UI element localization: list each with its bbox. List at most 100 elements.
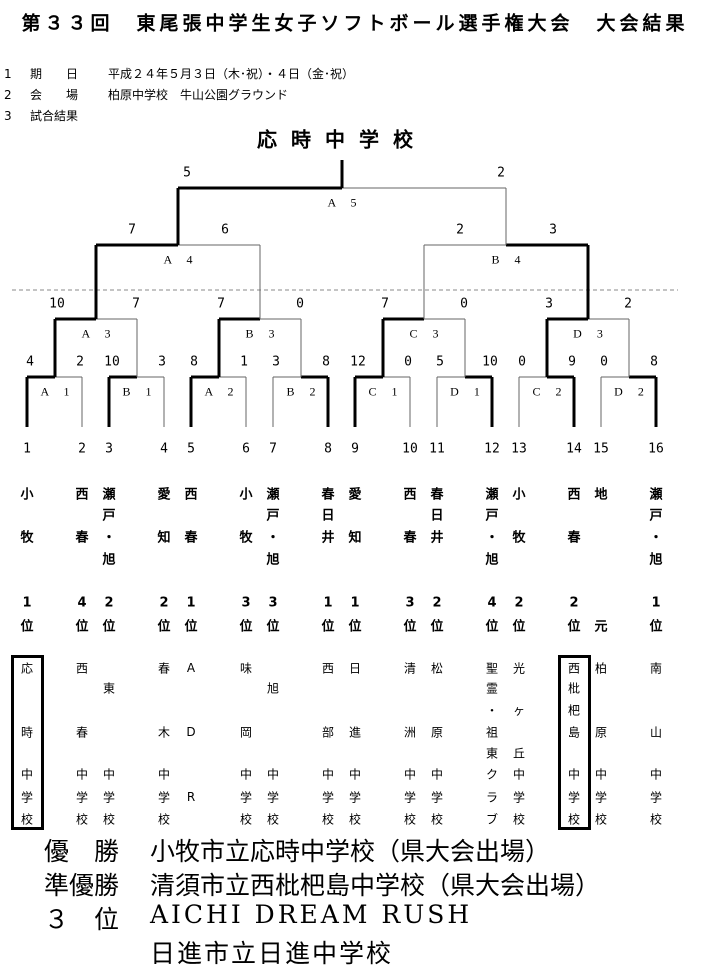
info-value: 柏原中学校 牛山公園グラウンド [108,88,289,102]
school-name-char: A [186,661,196,675]
school-name-char: 中 [594,767,608,782]
score-C3-right: 0 [460,296,468,312]
match-label-A4: A 4 [163,252,199,267]
team-rank-char: 位 [266,619,280,635]
school-name-char: 中 [239,767,253,782]
school-name-char: 時 [20,725,34,740]
school-name-char: 岡 [239,725,253,740]
school-name-char: 応 [20,661,34,676]
school-name-char: 学 [403,790,417,805]
school-name-char: 春 [75,725,89,740]
team-rank-char: 1 [186,595,196,611]
school-name-char: ヶ [512,703,526,718]
school-name-char: 西 [567,661,581,676]
team-area-char: 瀬 [102,487,116,503]
school-name-char: 旭 [266,681,280,696]
score-A2-right: 1 [240,354,248,370]
team-area-char: 旭 [649,552,663,568]
school-name-char: 学 [157,790,171,805]
info-number: 2 [4,88,12,102]
team-area-char: ・ [266,530,280,546]
score-B4-right: 3 [549,222,557,238]
score-B3-right: 0 [296,296,304,312]
team-rank-char: 位 [567,619,581,635]
info-label: 期 日 [30,67,79,81]
team-area-char: 西 [403,487,417,503]
team-number: 7 [269,441,277,457]
school-name-char: 中 [75,767,89,782]
match-label-B4: B 4 [491,252,527,267]
score-B1-right: 3 [158,354,166,370]
school-name-char: 校 [512,812,526,827]
school-name-char: 校 [348,812,362,827]
school-name-char: 中 [348,767,362,782]
school-name-char: 校 [266,812,280,827]
team-rank-char: 位 [102,619,116,635]
result-place-1: 優 勝 [44,837,120,866]
team-rank-char: 3 [241,595,251,611]
team-area-char: 小 [20,487,34,503]
team-area-char: 知 [157,530,171,546]
school-name-char: 西 [321,661,335,676]
team-rank-char: 元 [594,619,608,635]
team-area-char: 旭 [102,552,116,568]
school-name-char: 校 [594,812,608,827]
team-area-char: 春 [430,487,444,503]
school-name-char: 中 [512,767,526,782]
team-area-char: 愛 [157,487,171,503]
team-number: 14 [566,441,582,457]
school-name-char: ・ [485,703,499,718]
school-name-char: 祖 [485,725,499,740]
score-A1-right: 2 [76,354,84,370]
team-area-char: 西 [567,487,581,503]
team-rank-char: 位 [321,619,335,635]
team-rank-char: 位 [403,619,417,635]
team-rank-char: 位 [184,619,198,635]
team-area-char: 西 [184,487,198,503]
school-name-char: 丘 [512,746,526,761]
info-number: 1 [4,67,12,81]
team-rank-char: 4 [77,595,87,611]
match-label-B2: B 2 [286,384,322,399]
team-area-char: ・ [649,530,663,546]
team-area-char: 地 [594,487,608,503]
school-name-char: ク [485,767,499,782]
result-team-3a: AICHI DREAM RUSH [150,900,473,929]
school-name-char: 校 [75,812,89,827]
school-name-char: 松 [430,661,444,676]
score-C3-left: 7 [381,296,389,312]
team-area-char: 戸 [102,508,116,524]
team-rank-char: 1 [651,595,661,611]
team-number: 15 [593,441,609,457]
team-number: 6 [242,441,250,457]
match-label-A1: A 1 [40,384,76,399]
match-label-D3: D 3 [573,326,609,341]
team-area-char: 戸 [649,508,663,524]
school-name-char: 校 [430,812,444,827]
school-name-char: 校 [649,812,663,827]
school-name-char: 洲 [403,725,417,740]
score-A5-left: 5 [183,165,191,181]
score-B3-left: 7 [217,296,225,312]
match-label-B3: B 3 [245,326,281,341]
team-number: 12 [484,441,500,457]
school-name-char: 校 [20,812,34,827]
match-label-B1: B 1 [122,384,158,399]
team-rank-char: 1 [323,595,333,611]
result-place-3: ３ 位 [44,905,120,934]
team-area-char: ・ [485,530,499,546]
team-area-char: 旭 [485,552,499,568]
match-label-A3: A 3 [81,326,117,341]
team-number: 13 [511,441,527,457]
school-name-char: 南 [649,661,663,676]
school-name-char: 清 [403,661,417,676]
team-number: 2 [78,441,86,457]
match-label-C2: C 2 [532,384,568,399]
school-name-char: 学 [75,790,89,805]
score-D2-left: 0 [600,354,608,370]
team-number: 5 [187,441,195,457]
team-number: 4 [160,441,168,457]
score-B2-right: 8 [322,354,330,370]
